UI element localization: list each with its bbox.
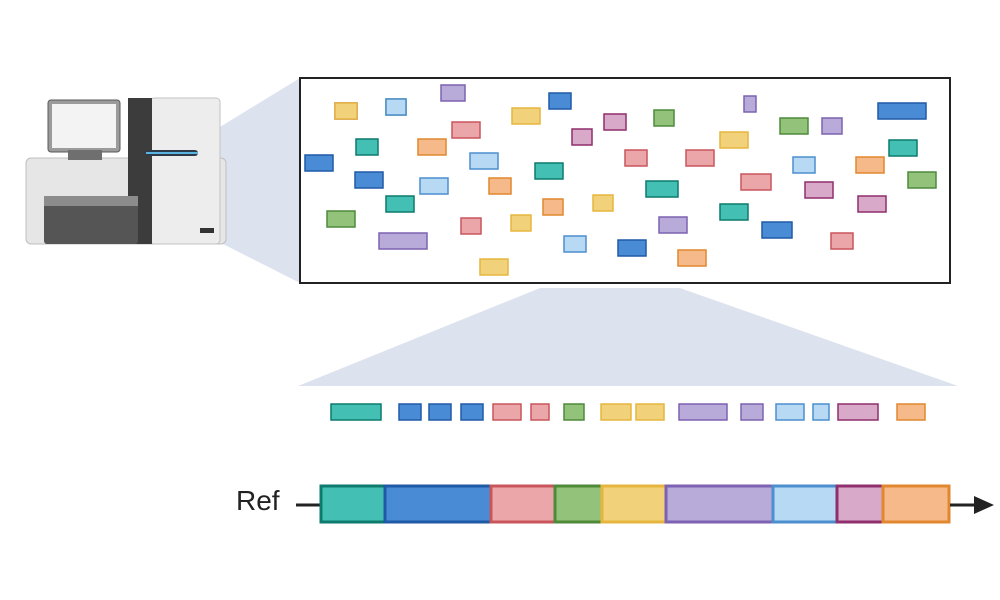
aligned-read: [492, 403, 522, 421]
read-fragment: [355, 138, 379, 156]
read-fragment: [548, 92, 572, 110]
read-fragment: [617, 239, 647, 257]
reference-segment: [664, 484, 775, 524]
read-fragment: [719, 203, 749, 221]
aligned-read: [812, 403, 830, 421]
reference-segment: [771, 484, 839, 524]
reference-segments: [319, 484, 951, 524]
read-fragment: [624, 149, 648, 167]
reference-segment: [835, 484, 885, 524]
zoom-projection-instrument: [215, 78, 300, 283]
read-fragment: [907, 171, 937, 189]
read-fragment: [821, 117, 843, 135]
reference-arrow-icon: [974, 496, 994, 514]
sequencer-instrument-icon: [25, 97, 227, 245]
read-fragment: [761, 221, 793, 239]
read-fragment: [563, 235, 587, 253]
read-fragment: [888, 139, 918, 157]
read-fragment: [779, 117, 809, 135]
read-fragment: [378, 232, 428, 250]
ref-label: Ref: [236, 485, 280, 516]
read-fragment: [677, 249, 707, 267]
read-fragment: [440, 84, 466, 102]
aligned-read: [600, 403, 632, 421]
read-fragment: [685, 149, 715, 167]
read-fragment: [804, 181, 834, 199]
read-fragment: [354, 171, 384, 189]
read-fragment: [645, 180, 679, 198]
read-fragment: [304, 154, 334, 172]
read-fragment: [469, 152, 499, 170]
aligned-read: [460, 403, 484, 421]
aligned-read: [530, 403, 550, 421]
read-fragment: [877, 102, 927, 120]
aligned-read: [837, 403, 879, 421]
read-fragment: [830, 232, 854, 250]
aligned-read: [775, 403, 805, 421]
read-fragment: [658, 216, 688, 234]
scattered-reads: [304, 84, 937, 276]
aligned-read: [635, 403, 665, 421]
zoom-projection-reads: [298, 288, 958, 386]
read-fragment: [719, 131, 749, 149]
read-fragment: [385, 98, 407, 116]
read-fragment: [855, 156, 885, 174]
reference-segment: [489, 484, 557, 524]
read-fragment: [460, 217, 482, 235]
read-fragment: [511, 107, 541, 125]
reference-sequence: Ref: [236, 484, 994, 524]
read-fragment: [534, 162, 564, 180]
read-fragment: [417, 138, 447, 156]
read-fragment: [792, 156, 816, 174]
read-fragment: [479, 258, 509, 276]
read-fragment: [385, 195, 415, 213]
read-fragment: [740, 173, 772, 191]
read-fragment: [326, 210, 356, 228]
read-fragment: [603, 113, 627, 131]
read-fragment: [592, 194, 614, 212]
aligned-read: [740, 403, 764, 421]
read-fragment: [857, 195, 887, 213]
reference-segment: [600, 484, 668, 524]
aligned-read: [330, 403, 382, 421]
aligned-read: [428, 403, 452, 421]
read-fragment: [542, 198, 564, 216]
reference-segment: [881, 484, 951, 524]
read-fragment: [510, 214, 532, 232]
read-fragment: [743, 95, 757, 113]
read-fragment: [451, 121, 481, 139]
reference-segment: [383, 484, 493, 524]
read-fragment: [653, 109, 675, 127]
read-fragment: [571, 128, 593, 146]
aligned-read: [678, 403, 728, 421]
aligned-read: [563, 403, 585, 421]
read-fragment: [488, 177, 512, 195]
reference-segment: [553, 484, 604, 524]
aligned-reads: [330, 403, 926, 421]
aligned-read: [398, 403, 422, 421]
reference-segment: [319, 484, 387, 524]
aligned-read: [896, 403, 926, 421]
read-fragment: [419, 177, 449, 195]
read-fragment: [334, 102, 358, 120]
